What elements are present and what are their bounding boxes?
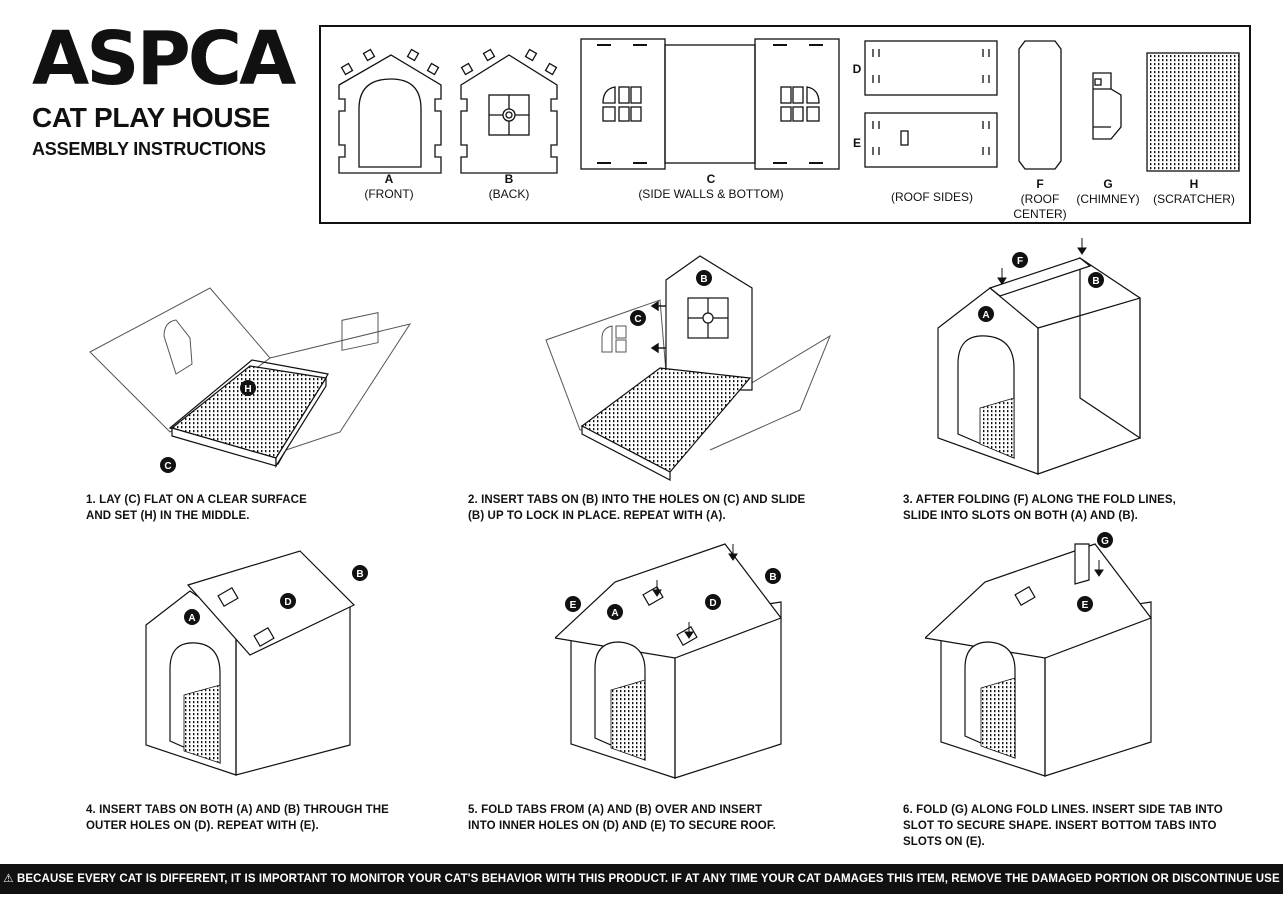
part-name-b: (BACK) [488, 187, 530, 201]
callout-c-label: C [164, 461, 171, 472]
part-label-g: G(CHIMNEY) [1073, 177, 1143, 207]
registered-mark: ® [278, 60, 287, 70]
part-letter-a: A [384, 172, 394, 186]
document-subtitle: ASSEMBLY INSTRUCTIONS [32, 139, 266, 159]
part-label-h: H(SCRATCHER) [1149, 177, 1239, 207]
step-2-illustration: B C [545, 255, 832, 481]
step-5-callout-b: B [765, 568, 781, 584]
callout-e-label: E [570, 600, 577, 611]
part-label-f: F(ROOF CENTER) [1005, 177, 1075, 222]
part-label-c: C(SIDE WALLS & BOTTOM) [621, 172, 801, 202]
brand-block: ASPCA® CAT PLAY HOUSE ASSEMBLY INSTRUCTI… [32, 22, 302, 160]
step-1-callout-c: C [160, 457, 176, 473]
step-3-illustration: F A B [937, 238, 1141, 475]
step-1-callout-h: H [240, 380, 256, 396]
step-5-instruction: 5. FOLD TABS FROM (A) AND (B) OVER AND I… [468, 804, 776, 832]
step-3-instruction: 3. AFTER FOLDING (F) ALONG THE FOLD LINE… [903, 494, 1176, 522]
part-label-b: B(BACK) [469, 172, 549, 202]
parts-illustrations: D E [338, 38, 1240, 174]
step-4-instruction: 4. INSERT TABS ON BOTH (A) AND (B) THROU… [86, 804, 389, 832]
part-letter-f: F [1036, 177, 1044, 191]
step-5-callout-a: A [607, 604, 623, 620]
part-letter-g: G [1103, 177, 1113, 191]
callout-b-label: B [769, 572, 776, 583]
step-5-illustration: E A D B [555, 543, 782, 779]
callout-h-label: H [244, 384, 251, 395]
warning-footer: ⚠ BECAUSE EVERY CAT IS DIFFERENT, IT IS … [0, 864, 1283, 915]
part-label-a: A(FRONT) [349, 172, 429, 202]
callout-d-label: D [284, 597, 291, 608]
part-label-d-e: (ROOF SIDES) [877, 190, 987, 205]
step-2-callout-c: C [630, 310, 646, 326]
callout-d-label: D [709, 598, 716, 609]
svg-text:D: D [853, 62, 862, 76]
callout-a-label: A [188, 613, 195, 624]
part-name-a: (FRONT) [364, 187, 414, 201]
part-name-f: (ROOF CENTER) [1013, 192, 1067, 221]
step-3-callout-b: B [1088, 272, 1104, 288]
callout-b-label: B [1092, 276, 1099, 287]
part-f-roof-center-drawing [1018, 40, 1062, 170]
step-4-callout-a: A [184, 609, 200, 625]
svg-text:E: E [853, 136, 861, 150]
part-a-front-drawing [338, 48, 442, 174]
step-4-callout-b: B [352, 565, 368, 581]
callout-e-label: E [1082, 600, 1089, 611]
part-name-d: (ROOF SIDES) [890, 190, 973, 204]
callout-b-label: B [356, 569, 363, 580]
step-6-instruction: 6. FOLD (G) ALONG FOLD LINES. INSERT SID… [903, 804, 1223, 848]
part-name-g: (CHIMNEY) [1076, 192, 1140, 206]
part-g-chimney-drawing [1092, 72, 1122, 140]
parts-list-box: D E A(FRONT) B(BACK) C(SIDE WALLS & BOTT… [319, 25, 1251, 224]
step-2-instruction: 2. INSERT TABS ON (B) INTO THE HOLES ON … [468, 494, 806, 522]
step-1-illustration: H C [89, 287, 412, 473]
part-letter-h: H [1189, 177, 1199, 191]
step-2-callout-b: B [696, 270, 712, 286]
callout-a-label: A [611, 608, 618, 619]
step-5-callout-d: D [705, 594, 721, 610]
step-3-callout-f: F [1012, 252, 1028, 268]
step-4-illustration: A D B [145, 550, 368, 776]
step-3-callout-a: A [978, 306, 994, 322]
step-6-illustration: G E [925, 532, 1152, 777]
product-title: CAT PLAY HOUSE [32, 102, 270, 133]
aspca-logo: ASPCA® [32, 22, 302, 96]
callout-f-label: F [1017, 256, 1023, 267]
step-6-callout-e: E [1077, 596, 1093, 612]
logo-text: ASPCA [32, 16, 296, 102]
callout-g-label: G [1101, 536, 1109, 547]
part-h-scratcher-drawing [1146, 52, 1240, 172]
part-letter-b: B [504, 172, 514, 186]
step-6-callout-g: G [1097, 532, 1113, 548]
part-letter-c: C [706, 172, 716, 186]
part-b-back-drawing [460, 48, 558, 174]
callout-a-label: A [982, 310, 989, 321]
step-1-instruction: 1. LAY (C) FLAT ON A CLEAR SURFACE AND S… [86, 494, 307, 522]
part-d-e-roof-sides-drawing [864, 40, 998, 168]
step-5-callout-e: E [565, 596, 581, 612]
part-c-side-walls-drawing [580, 38, 840, 170]
part-name-h: (SCRATCHER) [1153, 192, 1235, 206]
callout-b-label: B [700, 274, 707, 285]
callout-c-label: C [634, 314, 641, 325]
step-4-callout-d: D [280, 593, 296, 609]
part-name-c: (SIDE WALLS & BOTTOM) [638, 187, 784, 201]
